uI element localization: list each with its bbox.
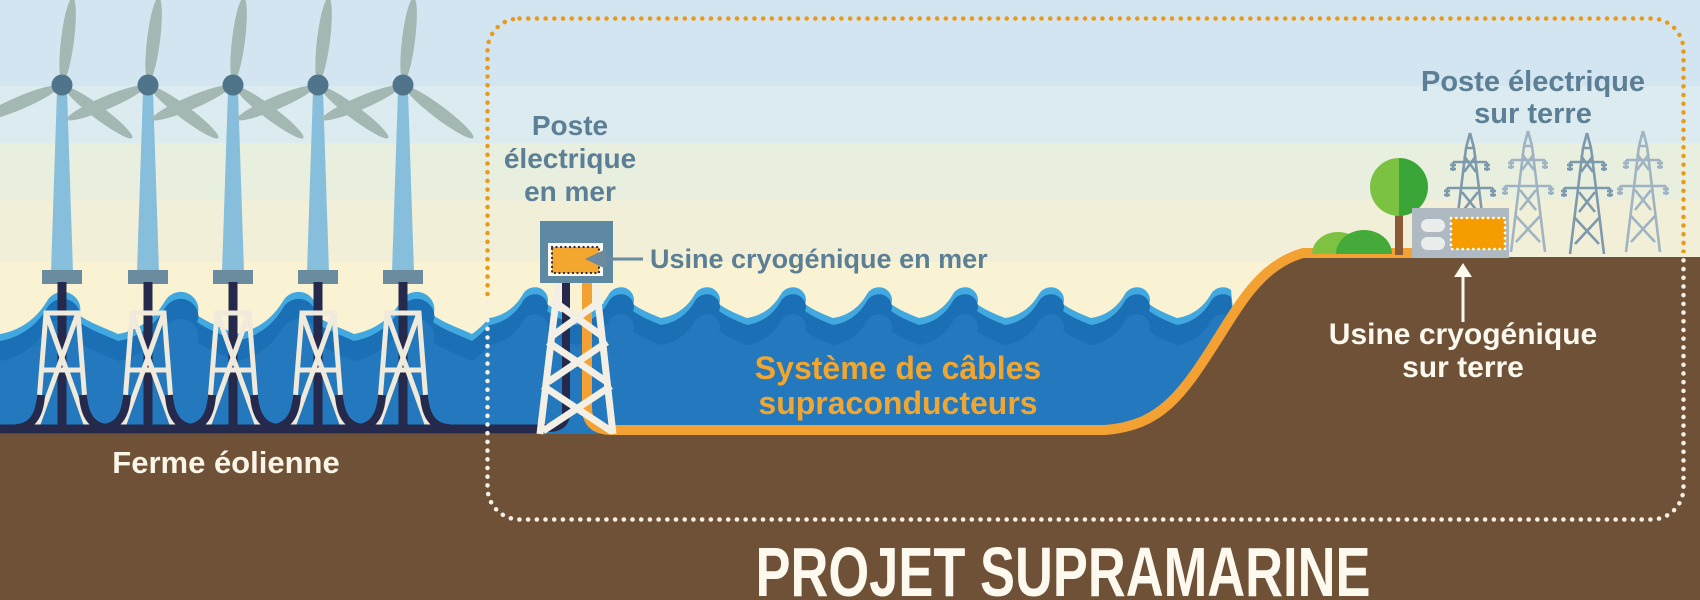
- onshore-substation-label-line1: Poste électrique: [1421, 66, 1645, 98]
- onshore-scene: [1312, 129, 1671, 258]
- cable-system-label-line2: supraconducteurs: [758, 385, 1037, 421]
- onshore-substation-label-line2: sur terre: [1474, 98, 1592, 130]
- labels: Poste électrique en mer Usine cryogéniqu…: [112, 66, 1645, 600]
- onshore-cryo-label-line1: Usine cryogénique: [1329, 318, 1597, 351]
- arrow-up-icon: [1454, 263, 1472, 277]
- onshore-cryo-arrow: [1454, 263, 1472, 322]
- offshore-cryo-label: Usine cryogénique en mer: [650, 244, 988, 274]
- onshore-cryo-label-line2: sur terre: [1402, 351, 1524, 384]
- tree-icon: [1370, 158, 1428, 255]
- wind-farm-label: Ferme éolienne: [112, 445, 339, 480]
- offshore-substation-label-line2: électrique: [504, 143, 636, 174]
- onshore-cryo-building: [1412, 208, 1509, 258]
- offshore-substation-label-line1: Poste: [532, 110, 608, 141]
- platform-lattice: [536, 282, 617, 435]
- seabed-and-land: [0, 257, 1700, 600]
- diagram-title: PROJET SUPRAMARINE: [756, 533, 1371, 600]
- cable-system-label-line1: Système de câbles: [755, 350, 1041, 386]
- bush-icon: [1312, 230, 1392, 254]
- offshore-cryo-arrow: [585, 249, 643, 269]
- cryo-unit-icon: [1449, 216, 1507, 251]
- offshore-substation-label-line3: en mer: [524, 176, 616, 207]
- arrow-left-icon: [585, 249, 606, 269]
- superconducting-cable: [582, 248, 1456, 435]
- project-boundary-dotted-border: [485, 16, 1686, 522]
